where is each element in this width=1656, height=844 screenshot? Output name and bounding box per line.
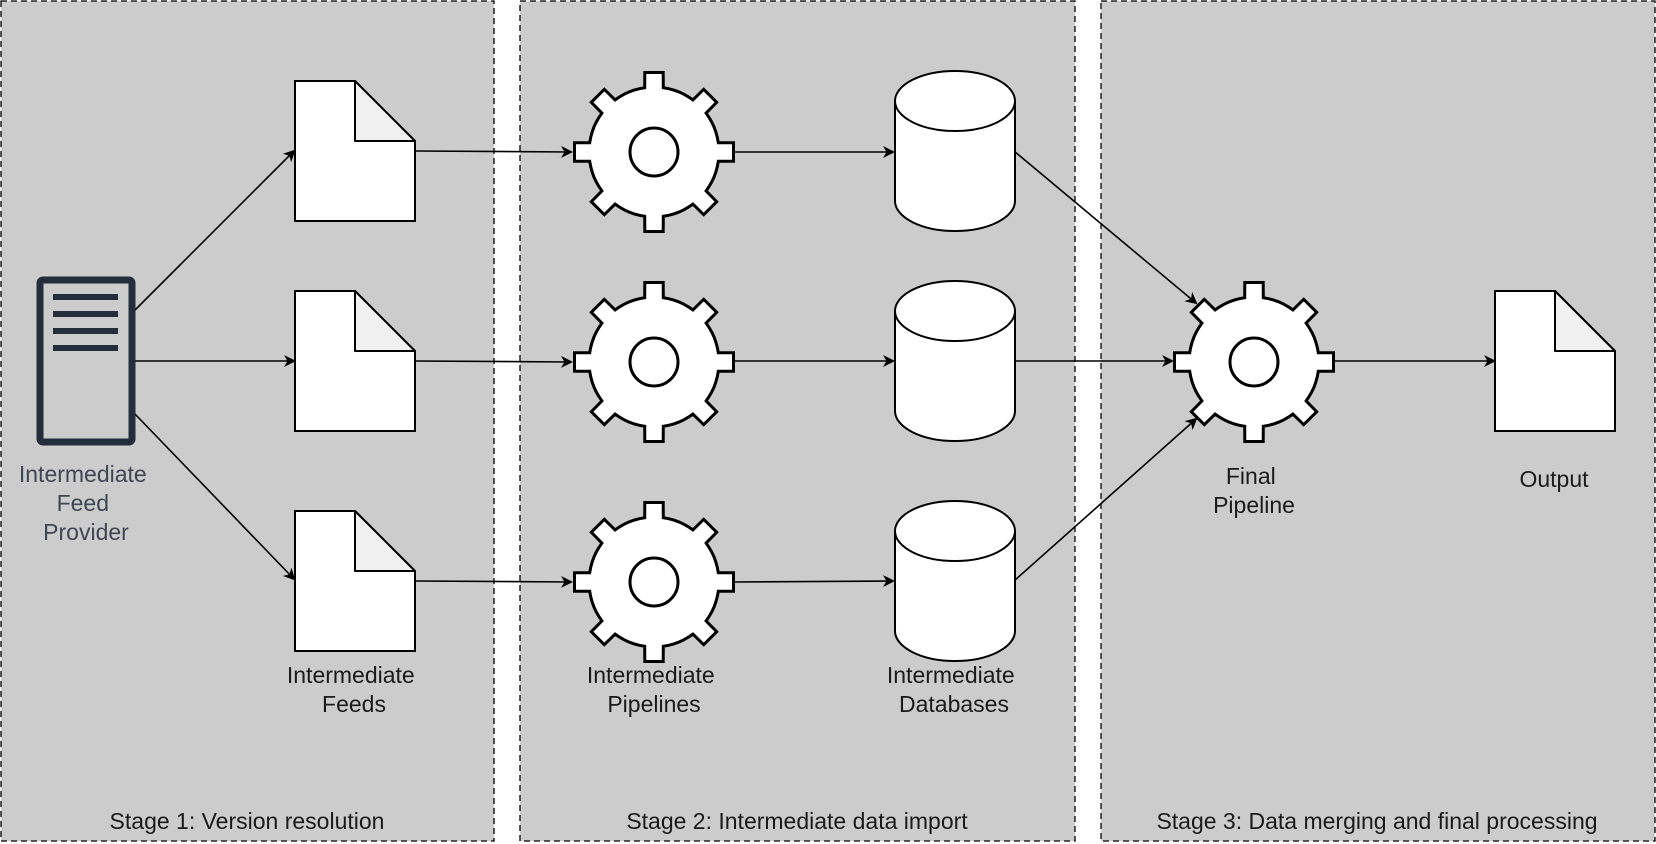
edge-db-1-to-final (1013, 150, 1198, 305)
stage-1-caption: Stage 1: Version resolution (110, 808, 385, 834)
edge-feed-1-to-pipeline-1 (414, 145, 573, 158)
gear-layer (573, 71, 1335, 663)
edge-pipeline-3-to-db-3 (734, 575, 895, 588)
provider-label: Intermediate Feed Provider (19, 461, 153, 545)
edge-provider-to-feed-3 (133, 412, 296, 581)
server-icon (36, 276, 136, 446)
feeds-label-line-1: Intermediate (287, 662, 415, 688)
pipelines-label: Intermediate Pipelines (587, 662, 721, 717)
database-2 (894, 280, 1016, 442)
feed-document-1 (294, 80, 416, 222)
edge-db-3-to-final (1013, 417, 1198, 582)
databases-label-line-1: Intermediate (887, 662, 1015, 688)
edge-provider-to-feed-1 (133, 149, 296, 312)
output-document (1494, 290, 1616, 432)
final-pipeline-label-line-2: Pipeline (1213, 492, 1295, 518)
output-label: Output (1519, 466, 1589, 492)
provider-label-line-3: Provider (43, 519, 129, 545)
edges (133, 145, 1496, 588)
databases-label-line-2: Databases (899, 691, 1009, 717)
pipeline-gear-1-icon (573, 71, 735, 233)
edge-feed-2-to-pipeline-2 (414, 355, 573, 368)
feeds-label: Intermediate Feeds (287, 662, 421, 717)
pipeline-gear-3-icon (573, 501, 735, 663)
pipeline-gear-2-icon (573, 281, 735, 443)
pipelines-label-line-2: Pipelines (607, 691, 700, 717)
stage-3-caption: Stage 3: Data merging and final processi… (1156, 808, 1597, 834)
feed-document-2 (294, 290, 416, 432)
stage-2-caption: Stage 2: Intermediate data import (626, 808, 968, 834)
feeds-label-line-2: Feeds (322, 691, 386, 717)
database-3 (894, 500, 1016, 662)
pipelines-label-line-1: Intermediate (587, 662, 715, 688)
stage-1-panel (0, 0, 495, 842)
final-pipeline-label-line-1: Final (1226, 463, 1276, 489)
final-pipeline-gear-icon (1173, 281, 1335, 443)
database-1 (894, 70, 1016, 232)
provider-label-line-2: Feed (57, 490, 109, 516)
provider-label-line-1: Intermediate (19, 461, 147, 487)
final-pipeline-label: Final Pipeline (1213, 463, 1295, 518)
databases-label: Intermediate Databases (887, 662, 1021, 717)
edge-feed-3-to-pipeline-3 (414, 575, 573, 588)
feed-document-3 (294, 510, 416, 652)
